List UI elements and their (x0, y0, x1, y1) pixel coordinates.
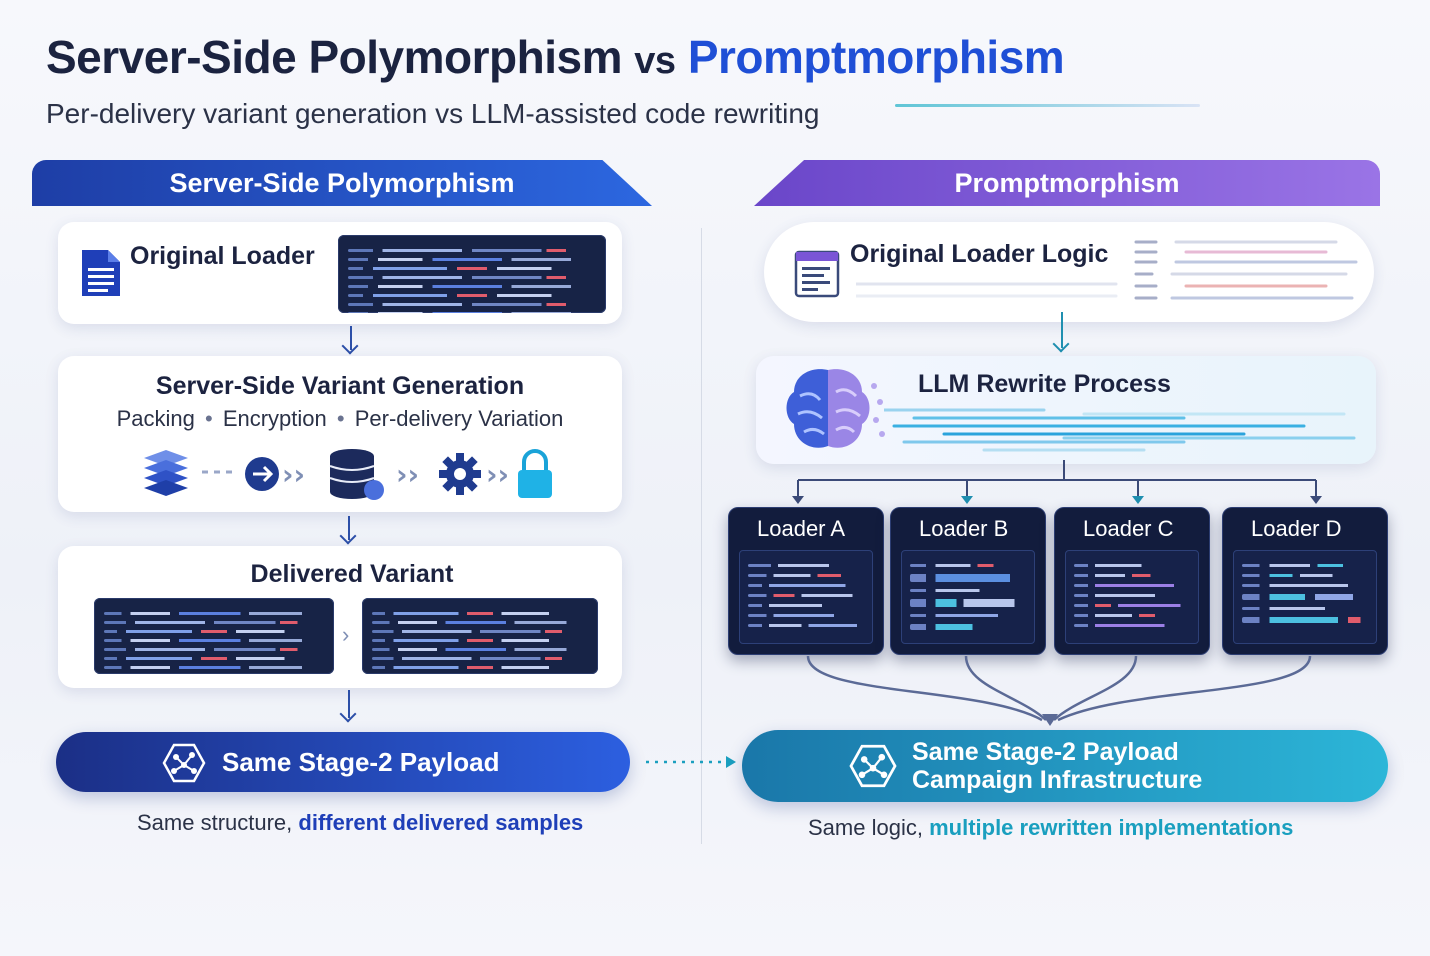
left-payload-label: Same Stage-2 Payload (222, 746, 500, 777)
loader-code (901, 550, 1035, 644)
variant-generation-steps: Packing • Encryption • Per-delivery Vari… (58, 406, 622, 432)
right-caption-plain: Same logic, (808, 815, 923, 840)
title-right: Promptmorphism (687, 31, 1065, 83)
left-caption-accent: different delivered samples (298, 810, 584, 835)
title-rule (895, 104, 1200, 107)
delivered-variant-card: Delivered Variant › (58, 546, 622, 688)
loader-card-d: Loader D (1222, 507, 1388, 655)
loader-name: Loader B (919, 516, 1009, 541)
loader-card-a: Loader A (728, 507, 884, 655)
delivered-separator: › (342, 622, 350, 647)
loader-card-b: Loader B (890, 507, 1046, 655)
step-variation: Per-delivery Variation (354, 406, 564, 431)
right-payload-line1: Same Stage-2 Payload (912, 738, 1179, 766)
arrow-down-2 (348, 516, 350, 540)
page-subtitle: Per-delivery variant generation vs LLM-a… (46, 98, 820, 129)
network-icon (162, 743, 206, 783)
delivered-code-a (94, 598, 334, 674)
lock-icon (518, 449, 552, 498)
svg-text:››: ›› (396, 458, 419, 491)
step-separator: • (204, 406, 213, 431)
data-stream-lines (884, 408, 1356, 452)
delivered-code-b (362, 598, 598, 674)
loader-name: Loader C (1083, 516, 1174, 541)
step-packing: Packing (116, 406, 195, 431)
original-loader-code (338, 235, 606, 313)
database-icon (329, 449, 384, 500)
loader-code (1065, 550, 1199, 644)
loader-name: Loader D (1251, 516, 1342, 541)
variant-pipeline: ›› ›› ›› (144, 449, 552, 500)
variant-generation-title: Server-Side Variant Generation (155, 372, 525, 400)
original-logic-card: Original Loader Logic (764, 222, 1374, 322)
llm-rewrite-card: LLM Rewrite Process (756, 356, 1376, 464)
svg-text:››: ›› (282, 458, 305, 491)
left-payload-pill: Same Stage-2 Payload (56, 732, 630, 792)
arrow-down-right-1 (1061, 312, 1063, 348)
variant-generation-card: Server-Side Variant Generation Packing •… (58, 356, 622, 512)
dotted-link-arrow (646, 756, 736, 768)
gear-icon (439, 453, 481, 495)
step-separator: • (336, 406, 345, 431)
faded-code-lines (856, 240, 1358, 300)
title-vs: vs (634, 40, 676, 82)
original-logic-label: Original Loader Logic (850, 240, 1109, 268)
right-caption: Same logic, multiple rewritten implement… (808, 815, 1293, 841)
right-payload-pill: Same Stage-2 Payload Campaign Infrastruc… (742, 730, 1388, 802)
arrow-down-1 (350, 326, 352, 350)
document-icon (82, 250, 120, 296)
converging-arrows (806, 656, 1312, 726)
loader-card-c: Loader C (1054, 507, 1210, 655)
arrow-down-3 (348, 690, 350, 718)
right-panel-header: Promptmorphism (754, 160, 1380, 206)
page-title: Server-Side Polymorphism vs Promptmorphi… (46, 30, 1065, 84)
llm-rewrite-title: LLM Rewrite Process (918, 370, 1171, 398)
arrow-circle-icon (245, 457, 279, 491)
loader-code (1233, 550, 1377, 644)
panel-divider (701, 228, 702, 844)
right-payload-line2: Campaign Infrastructure (912, 766, 1203, 794)
loader-name: Loader A (757, 516, 846, 541)
branch-connectors (792, 460, 1322, 504)
left-panel-header: Server-Side Polymorphism (32, 160, 652, 206)
title-left: Server-Side Polymorphism (46, 31, 622, 83)
delivered-variant-title: Delivered Variant (250, 560, 454, 588)
step-encryption: Encryption (222, 406, 327, 431)
layers-icon (144, 450, 188, 496)
document-icon (794, 250, 840, 298)
left-caption: Same structure, different delivered samp… (137, 810, 583, 836)
svg-text:››: ›› (486, 458, 509, 491)
original-loader-card: Original Loader (58, 222, 622, 324)
brain-icon (786, 369, 885, 448)
network-icon (849, 744, 897, 788)
original-loader-label: Original Loader (130, 242, 315, 270)
loader-code (739, 550, 873, 644)
left-caption-plain: Same structure, (137, 810, 293, 835)
right-caption-accent: multiple rewritten implementations (929, 815, 1294, 840)
